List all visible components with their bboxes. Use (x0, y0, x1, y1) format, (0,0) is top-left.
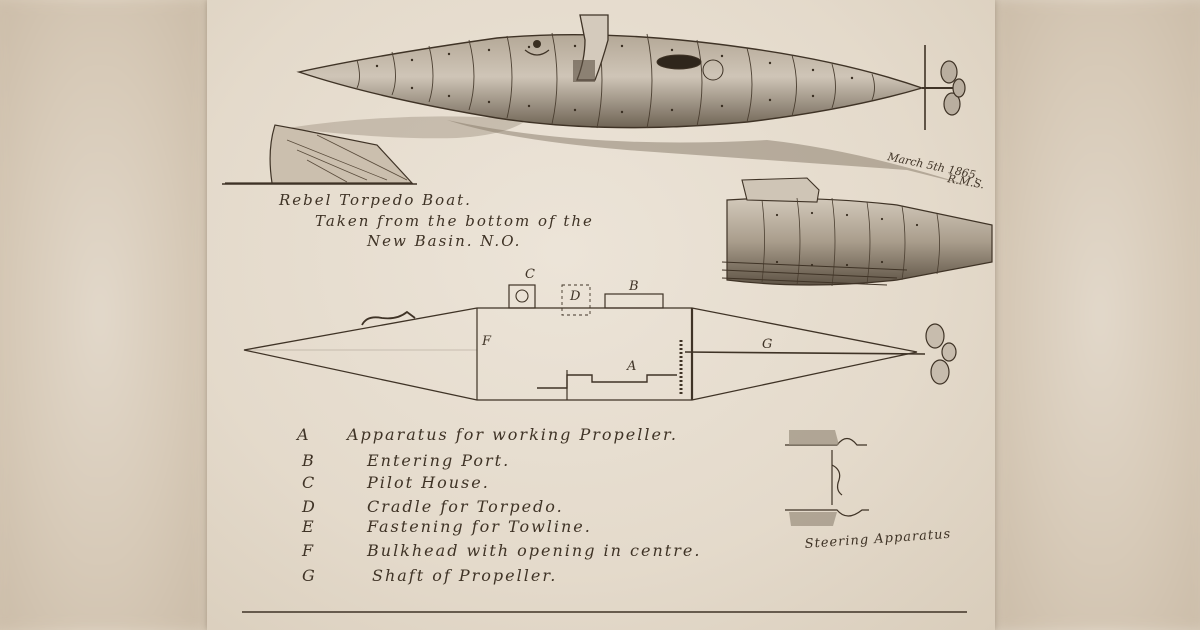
steering-lower-shade (789, 512, 837, 526)
legend-key-f: F (301, 541, 315, 560)
steering-apparatus-sketch: Steering Apparatus (785, 430, 952, 552)
section-propeller (925, 323, 957, 385)
steering-lower-fin (785, 509, 869, 517)
legend-key-e: E (301, 517, 316, 536)
entering-port (604, 293, 664, 309)
legend-text-f: Bulkhead with opening in centre. (366, 541, 701, 560)
viewport-oval (656, 54, 702, 70)
mud-shadow (447, 120, 967, 185)
label-d: D (569, 289, 581, 304)
blurred-right-margin (994, 0, 1200, 630)
hull-rivets (375, 44, 854, 114)
legend-key-b: B (301, 451, 316, 470)
legend-text-g: Shaft of Propeller. (372, 566, 557, 585)
label-c: C (525, 267, 536, 282)
legend-text-e: Fastening for Towline. (366, 517, 592, 536)
propeller-shaft (684, 351, 926, 355)
legend-text-a: Apparatus for working Propeller. (345, 425, 678, 444)
caption-block: Rebel Torpedo Boat. Taken from the botto… (278, 191, 594, 250)
detail-base-lines (721, 261, 908, 286)
pilot-house-port (515, 289, 529, 303)
legend-text-d: Cradle for Torpedo. (367, 497, 564, 516)
detail-tower (741, 177, 820, 203)
legend-list: A Apparatus for working Propeller. B Ent… (295, 425, 701, 585)
caption-title: Rebel Torpedo Boat. (278, 191, 472, 209)
caption-line-3: New Basin. N.O. (366, 232, 521, 250)
front-hatch (533, 40, 541, 48)
detail-seams (761, 197, 940, 287)
hull-fitting (524, 49, 550, 56)
signature-block: March 5th 1865. R.M.S. (885, 150, 985, 191)
legend-key-d: D (301, 497, 317, 516)
towline-fastening (361, 310, 416, 326)
steering-link (831, 464, 843, 496)
viewport-ring (702, 59, 724, 81)
hull-section-detail (721, 177, 993, 287)
torpedo-cradle (561, 284, 591, 316)
legend-text-c: Pilot House. (366, 473, 490, 492)
blurred-left-margin (0, 0, 206, 630)
section-outline (243, 307, 918, 401)
wharf-shadow (287, 116, 527, 139)
hull-body (296, 33, 925, 129)
cross-section-diagram: C D B A F G (243, 267, 957, 401)
caption-line-2: Taken from the bottom of the (315, 212, 594, 230)
label-f: F (481, 334, 492, 349)
ramp-sketch (225, 124, 414, 184)
label-b: B (628, 279, 640, 294)
label-a: A (626, 359, 637, 374)
steering-label: Steering Apparatus (804, 527, 951, 552)
legend-text-b: Entering Port. (366, 451, 510, 470)
propeller-crank (537, 374, 677, 389)
hatch-shadow (573, 60, 595, 82)
top-propeller (940, 60, 966, 116)
signature-initials: R.M.S. (945, 172, 985, 191)
legend-key-g: G (302, 566, 317, 585)
legend-key-a: A (295, 425, 311, 444)
torpedo-boat-exterior-view (222, 14, 967, 185)
ramp-hatching (286, 134, 408, 183)
legend-key-c: C (302, 473, 316, 492)
label-g: G (762, 337, 773, 352)
submarine-drawing: Rebel Torpedo Boat. Taken from the botto… (222, 14, 993, 613)
sketch-sheet: Rebel Torpedo Boat. Taken from the botto… (207, 0, 995, 630)
steering-upper-shade (789, 430, 839, 445)
pilot-house (508, 284, 536, 309)
